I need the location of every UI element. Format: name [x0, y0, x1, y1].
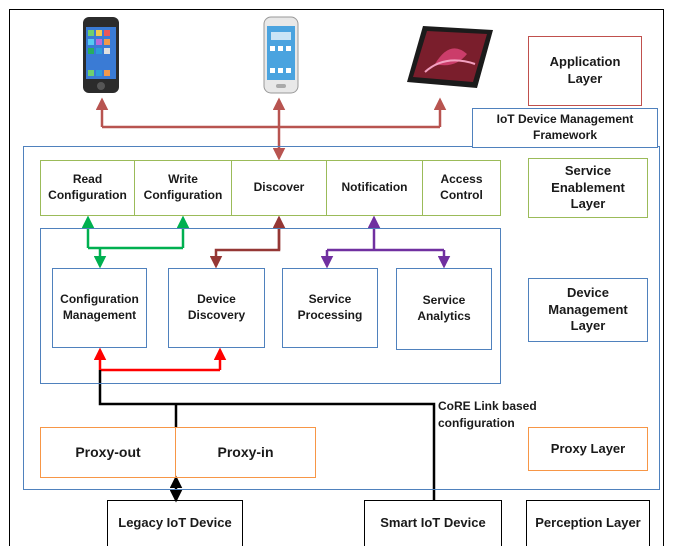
- iphone-icon: [83, 17, 119, 93]
- perception-layer-box: Perception Layer: [526, 500, 650, 546]
- framework-container: [23, 146, 660, 490]
- service-row: Read Configuration Write Configuration D…: [40, 160, 501, 216]
- proxy-layer-box: Proxy Layer: [528, 427, 648, 471]
- framework-title: IoT Device Management Framework: [472, 108, 658, 148]
- device-management-container: [40, 228, 501, 384]
- access-control-box: Access Control: [440, 172, 483, 202]
- service-analytics-box: Service Analytics: [396, 268, 492, 350]
- brown-arrows: [209, 215, 286, 269]
- purple-arrows: [320, 215, 451, 269]
- configuration-management-box: Configuration Management: [52, 268, 147, 348]
- read-configuration-box: Read Configuration: [41, 161, 135, 215]
- green-arrows: [81, 215, 190, 269]
- android-phone-icon: [263, 16, 299, 94]
- application-layer-box: Application Layer: [528, 36, 642, 106]
- tablet-icon: [407, 26, 493, 88]
- red-arrows: [93, 347, 227, 372]
- proxy-in-box: Proxy-in: [217, 444, 274, 461]
- service-enablement-layer-box: Service Enablement Layer: [528, 158, 648, 218]
- application-arrows: [95, 97, 447, 161]
- proxy-row: Proxy-out Proxy-in: [40, 427, 316, 478]
- legacy-iot-device-box: Legacy IoT Device: [107, 500, 243, 546]
- proxy-out-box: Proxy-out: [41, 428, 176, 477]
- figure-frame: [9, 9, 664, 546]
- discover-box: Discover: [232, 161, 327, 215]
- device-management-layer-box: Device Management Layer: [528, 278, 648, 342]
- smart-iot-device-box: Smart IoT Device: [364, 500, 502, 546]
- core-link-annotation: CoRE Link based configuration: [438, 399, 537, 431]
- device-discovery-box: Device Discovery: [168, 268, 265, 348]
- notification-box: Notification: [327, 161, 423, 215]
- service-processing-box: Service Processing: [282, 268, 378, 348]
- write-configuration-box: Write Configuration: [135, 161, 232, 215]
